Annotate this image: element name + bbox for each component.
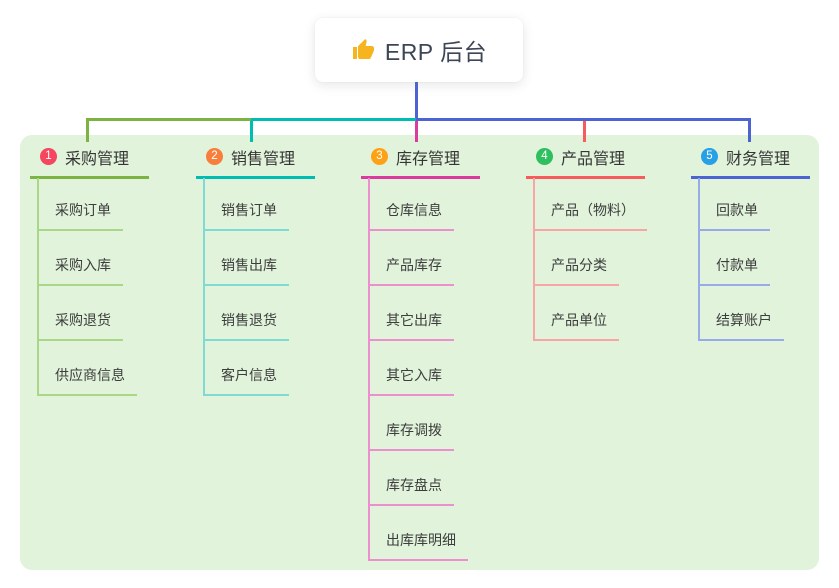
branch-drop-4 [583, 121, 586, 142]
child-node[interactable]: 出库库明细 [368, 506, 468, 561]
branch-children: 回款单 付款单 结算账户 [698, 178, 784, 341]
child-node-label: 库存盘点 [386, 477, 442, 493]
child-node[interactable]: 仓库信息 [368, 178, 454, 231]
branch-header[interactable]: 4 产品管理 [526, 147, 646, 179]
child-node[interactable]: 其它入库 [368, 341, 454, 396]
branch-header[interactable]: 2 销售管理 [196, 147, 316, 179]
branch-children: 仓库信息 产品库存 其它出库 其它入库 库存调拨 库存盘点 出库库明细 [368, 178, 468, 561]
child-node-label: 采购入库 [55, 257, 111, 273]
branch-vertical-line [203, 178, 205, 396]
child-node[interactable]: 销售订单 [203, 178, 289, 231]
branch-number-badge: 1 [40, 148, 57, 165]
branch-header[interactable]: 5 财务管理 [691, 147, 811, 179]
branch-5: 5 财务管理 回款单 付款单 结算账户 [691, 146, 811, 341]
branch-3: 3 库存管理 仓库信息 产品库存 其它出库 其它入库 库存调拨 库存盘点 出库库… [361, 146, 481, 561]
root-connector-line [415, 82, 418, 121]
child-node-label: 客户信息 [221, 367, 277, 383]
branch-number-badge: 3 [371, 148, 388, 165]
child-node[interactable]: 结算账户 [698, 286, 784, 341]
child-node[interactable]: 产品分类 [533, 231, 619, 286]
branch-drop-2 [250, 121, 253, 142]
child-node-label: 其它入库 [386, 367, 442, 383]
branch-2: 2 销售管理 销售订单 销售出库 销售退货 客户信息 [196, 146, 316, 396]
branch-label: 销售管理 [231, 150, 296, 168]
child-node-label: 采购退货 [55, 312, 111, 328]
child-node-label: 回款单 [716, 202, 758, 218]
child-node[interactable]: 采购订单 [37, 178, 123, 231]
connector-segment-2 [251, 118, 416, 121]
branch-vertical-line [37, 178, 39, 396]
connector-segment-1 [86, 118, 251, 121]
branch-children: 采购订单 采购入库 采购退货 供应商信息 [37, 178, 137, 396]
branch-drop-1 [86, 121, 89, 142]
thumbs-up-icon [352, 39, 374, 59]
connector-segment-3 [416, 118, 751, 121]
child-node-label: 结算账户 [716, 312, 772, 328]
child-node-label: 产品库存 [386, 257, 442, 273]
child-node-label: 产品（物料） [551, 202, 635, 218]
child-node-label: 采购订单 [55, 202, 111, 218]
child-node-label: 付款单 [716, 257, 758, 273]
branch-vertical-line [533, 178, 535, 341]
child-node-label: 供应商信息 [55, 367, 125, 383]
child-node-label: 出库库明细 [386, 532, 456, 548]
branch-label: 财务管理 [726, 150, 791, 168]
branch-vertical-line [368, 178, 370, 561]
branch-drop-3 [415, 121, 418, 142]
child-node[interactable]: 其它出库 [368, 286, 454, 341]
branches-panel [20, 135, 819, 570]
branch-header[interactable]: 1 采购管理 [30, 147, 150, 179]
child-node[interactable]: 产品库存 [368, 231, 454, 286]
root-label: ERP 后台 [384, 39, 488, 65]
branch-number-badge: 2 [206, 148, 223, 165]
child-node[interactable]: 库存调拨 [368, 396, 454, 451]
child-node[interactable]: 销售退货 [203, 286, 289, 341]
child-node-label: 仓库信息 [386, 202, 442, 218]
child-node-label: 其它出库 [386, 312, 442, 328]
child-node[interactable]: 回款单 [698, 178, 770, 231]
branch-label: 采购管理 [65, 150, 130, 168]
root-node[interactable]: ERP 后台 [315, 18, 523, 82]
branch-drop-5 [748, 121, 751, 142]
branch-children: 产品（物料） 产品分类 产品单位 [533, 178, 647, 341]
branch-number-badge: 4 [536, 148, 553, 165]
branch-label: 库存管理 [396, 150, 461, 168]
child-node[interactable]: 产品单位 [533, 286, 619, 341]
branch-label: 产品管理 [561, 150, 626, 168]
child-node[interactable]: 付款单 [698, 231, 770, 286]
child-node[interactable]: 供应商信息 [37, 341, 137, 396]
child-node[interactable]: 库存盘点 [368, 451, 454, 506]
branch-header[interactable]: 3 库存管理 [361, 147, 481, 179]
branch-1: 1 采购管理 采购订单 采购入库 采购退货 供应商信息 [30, 146, 150, 396]
branch-vertical-line [698, 178, 700, 341]
child-node-label: 产品分类 [551, 257, 607, 273]
child-node-label: 产品单位 [551, 312, 607, 328]
child-node[interactable]: 产品（物料） [533, 178, 647, 231]
child-node-label: 销售订单 [221, 202, 277, 218]
child-node-label: 销售出库 [221, 257, 277, 273]
child-node[interactable]: 采购退货 [37, 286, 123, 341]
child-node[interactable]: 客户信息 [203, 341, 289, 396]
branch-children: 销售订单 销售出库 销售退货 客户信息 [203, 178, 289, 396]
child-node[interactable]: 采购入库 [37, 231, 123, 286]
child-node-label: 销售退货 [221, 312, 277, 328]
child-node-label: 库存调拨 [386, 422, 442, 438]
branch-4: 4 产品管理 产品（物料） 产品分类 产品单位 [526, 146, 647, 341]
branch-number-badge: 5 [701, 148, 718, 165]
child-node[interactable]: 销售出库 [203, 231, 289, 286]
